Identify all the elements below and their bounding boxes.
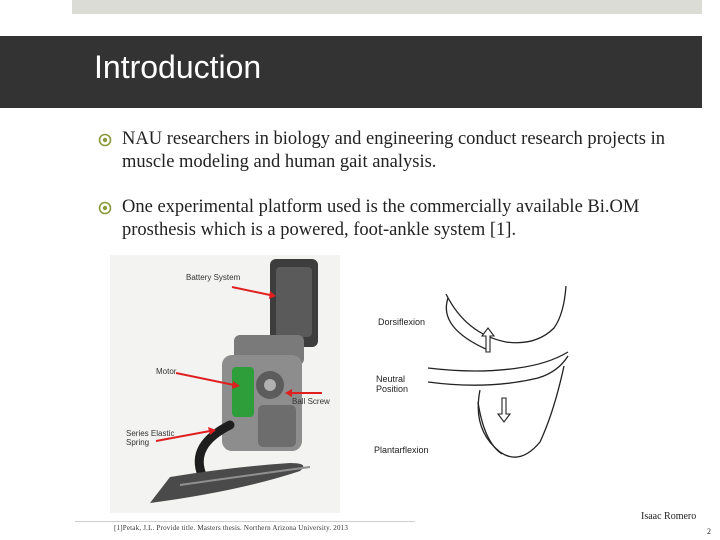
slide-title: Introduction (94, 49, 262, 85)
label-dorsiflexion: Dorsiflexion (378, 317, 426, 327)
prosthesis-illustration: Battery System Motor Ball Screw Series E… (110, 255, 340, 513)
foot-positions-illustration: Dorsiflexion Neutral Position Plantarfle… (368, 272, 576, 472)
title-bar (0, 36, 702, 108)
bullet-text: NAU researchers in biology and engineeri… (122, 129, 665, 172)
bullet-item: One experimental platform used is the co… (98, 196, 698, 242)
author-name: Isaac Romero (641, 511, 697, 522)
prosthesis-drawing (150, 259, 322, 503)
label-series-elastic-spring: Series Elastic Spring (126, 429, 175, 447)
footnote-divider (75, 521, 415, 522)
label-battery-system: Battery System (186, 273, 241, 282)
page-number: 2 (707, 527, 711, 536)
label-plantarflexion: Plantarflexion (374, 445, 429, 455)
foot-outline-drawing (427, 285, 569, 458)
bullet-text: One experimental platform used is the co… (122, 197, 640, 240)
label-ball-screw: Ball Screw (292, 397, 330, 406)
footnote: [1]Petak, J.L. Provide title. Masters th… (114, 524, 349, 532)
top-decorative-strip (72, 0, 702, 14)
target-icon (98, 201, 112, 215)
bullet-item: NAU researchers in biology and engineeri… (98, 128, 698, 174)
target-icon (98, 133, 112, 147)
label-motor: Motor (156, 367, 177, 376)
label-neutral-position: Neutral Position (376, 374, 409, 394)
